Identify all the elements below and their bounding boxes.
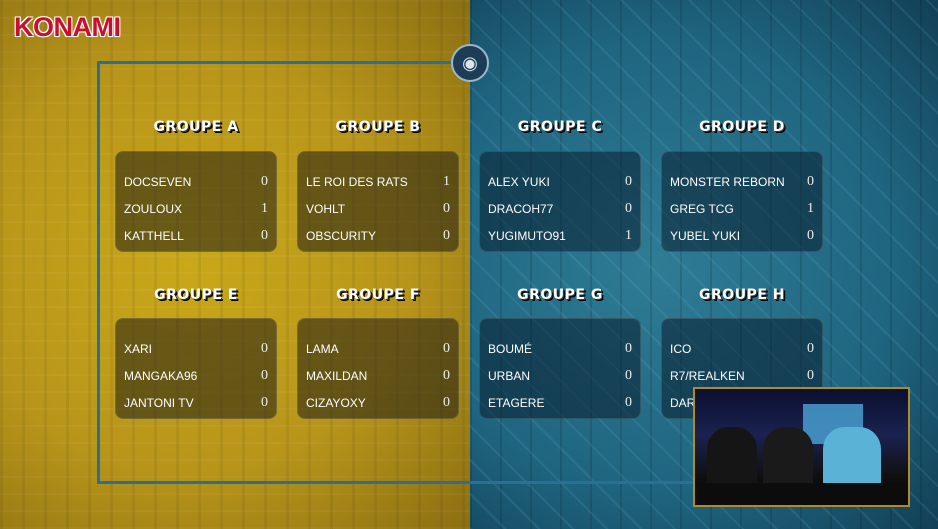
- player-row: XARI 0: [116, 335, 276, 362]
- webcam-overlay: [693, 387, 910, 507]
- player-name: ALEX YUKI: [488, 174, 550, 189]
- player-name: KATTHELL: [124, 228, 184, 243]
- player-score: 0: [807, 227, 814, 243]
- player-name: ZOULOUX: [124, 201, 183, 216]
- group-title: GROUPE G: [517, 287, 603, 303]
- player-score: 1: [443, 173, 450, 189]
- player-score: 0: [625, 367, 632, 383]
- player-score: 1: [261, 200, 268, 216]
- player-row: LAMA 0: [298, 335, 458, 362]
- player-score: 0: [625, 173, 632, 189]
- player-score: 0: [625, 200, 632, 216]
- player-row: ZOULOUX 1: [116, 195, 276, 222]
- player-score: 0: [443, 367, 450, 383]
- player-row: YUGIMUTO91 1: [480, 222, 640, 249]
- player-score: 0: [261, 394, 268, 410]
- player-row: OBSCURITY 0: [298, 222, 458, 249]
- player-score: 0: [807, 340, 814, 356]
- player-name: MONSTER REBORN: [670, 174, 785, 189]
- player-name: YUBEL YUKI: [670, 228, 741, 243]
- group-title: GROUPE A: [153, 119, 239, 135]
- player-name: DAR: [670, 395, 696, 410]
- player-row: DOCSEVEN 0: [116, 168, 276, 195]
- player-row: YUBEL YUKI 0: [662, 222, 822, 249]
- player-name: JANTONI TV: [124, 395, 194, 410]
- player-name: YUGIMUTO91: [488, 228, 566, 243]
- player-name: ICO: [670, 341, 692, 356]
- frame-line: [97, 61, 452, 64]
- player-row: MAXILDAN 0: [298, 362, 458, 389]
- group-title: GROUPE F: [336, 287, 420, 303]
- millennium-eye-emblem-icon: ◉: [451, 44, 489, 82]
- player-name: OBSCURITY: [306, 228, 377, 243]
- player-row: R7/REALKEN 0: [662, 362, 822, 389]
- player-score: 0: [261, 173, 268, 189]
- commentator: [763, 427, 813, 487]
- player-name: GREG TCG: [670, 201, 734, 216]
- player-score: 0: [625, 340, 632, 356]
- player-score: 0: [261, 227, 268, 243]
- yellow-background: [0, 0, 470, 529]
- player-name: URBAN: [488, 368, 531, 383]
- player-name: DOCSEVEN: [124, 174, 192, 189]
- group-title: GROUPE D: [699, 119, 785, 135]
- player-name: BOUMÉ: [488, 341, 533, 356]
- frame-line: [97, 481, 697, 484]
- player-score: 0: [807, 367, 814, 383]
- player-row: CIZAYOXY 0: [298, 389, 458, 416]
- player-row: KATTHELL 0: [116, 222, 276, 249]
- player-row: URBAN 0: [480, 362, 640, 389]
- player-name: XARI: [124, 341, 153, 356]
- player-row: MANGAKA96 0: [116, 362, 276, 389]
- player-score: 0: [625, 394, 632, 410]
- player-score: 0: [443, 394, 450, 410]
- player-row: DRACOH77 0: [480, 195, 640, 222]
- player-score: 1: [807, 200, 814, 216]
- player-score: 1: [625, 227, 632, 243]
- commentator: [707, 427, 757, 487]
- player-score: 0: [261, 367, 268, 383]
- desk: [695, 483, 908, 505]
- player-name: R7/REALKEN: [670, 368, 745, 383]
- player-row: ALEX YUKI 0: [480, 168, 640, 195]
- player-name: MAXILDAN: [306, 368, 368, 383]
- player-score: 0: [443, 200, 450, 216]
- frame-line: [97, 61, 100, 484]
- player-name: DRACOH77: [488, 201, 554, 216]
- player-name: LAMA: [306, 341, 339, 356]
- player-row: ETAGERE 0: [480, 389, 640, 416]
- player-score: 0: [443, 340, 450, 356]
- player-score: 0: [807, 173, 814, 189]
- konami-logo: KONAMI: [14, 12, 121, 42]
- player-score: 0: [261, 340, 268, 356]
- player-row: GREG TCG 1: [662, 195, 822, 222]
- group-title: GROUPE B: [335, 119, 421, 135]
- player-row: LE ROI DES RATS 1: [298, 168, 458, 195]
- player-row: MONSTER REBORN 0: [662, 168, 822, 195]
- player-row: DAR: [662, 389, 822, 416]
- player-row: VOHLT 0: [298, 195, 458, 222]
- player-row: BOUMÉ 0: [480, 335, 640, 362]
- player-name: ETAGERE: [488, 395, 545, 410]
- group-title: GROUPE H: [699, 287, 785, 303]
- commentator: [823, 427, 881, 487]
- player-name: MANGAKA96: [124, 368, 198, 383]
- player-row: ICO 0: [662, 335, 822, 362]
- group-title: GROUPE E: [154, 287, 238, 303]
- player-row: JANTONI TV 0: [116, 389, 276, 416]
- player-name: CIZAYOXY: [306, 395, 366, 410]
- blue-circuit-background: [470, 0, 938, 529]
- player-score: 0: [443, 227, 450, 243]
- player-name: LE ROI DES RATS: [306, 174, 408, 189]
- group-title: GROUPE C: [517, 119, 603, 135]
- player-name: VOHLT: [306, 201, 346, 216]
